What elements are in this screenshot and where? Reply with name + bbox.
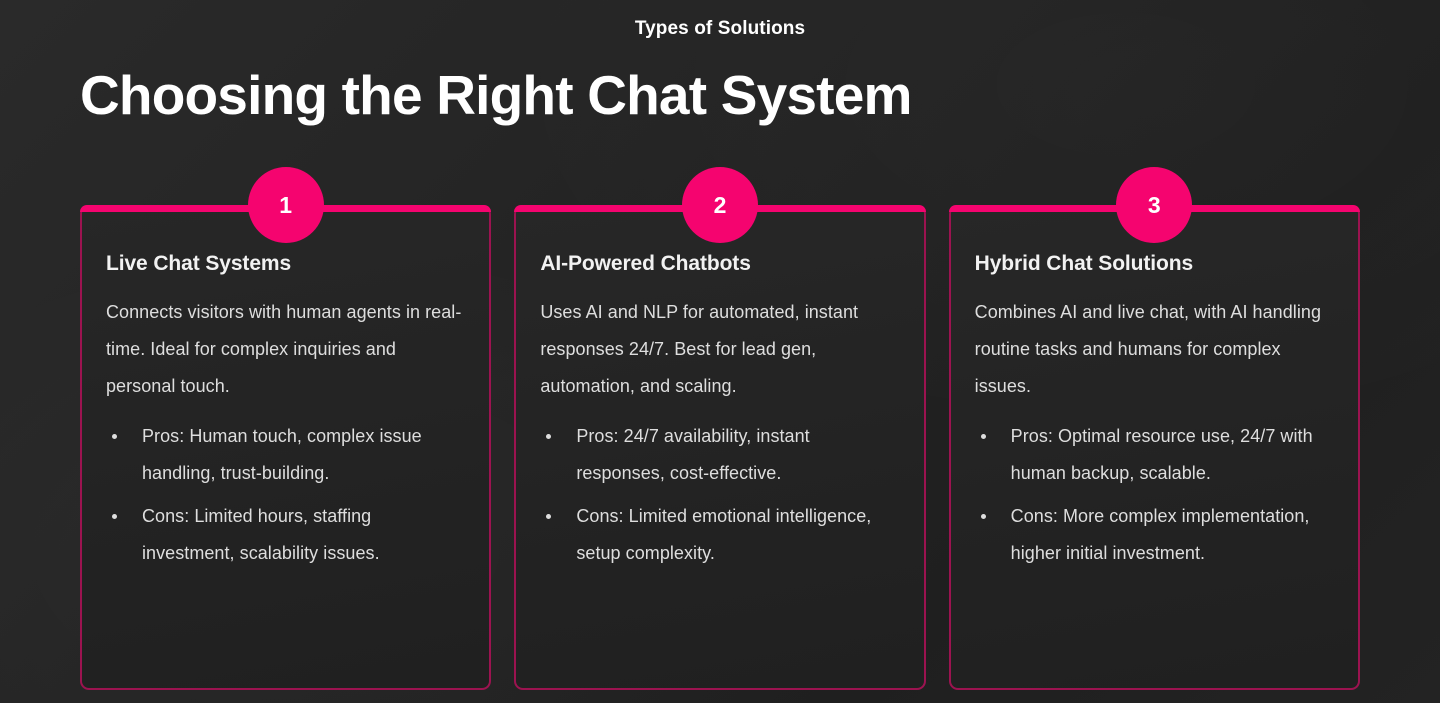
list-item: Cons: Limited emotional intelligence, se…: [540, 498, 899, 572]
bullet-dot-icon: [112, 434, 117, 439]
card-title: Hybrid Chat Solutions: [974, 252, 1194, 275]
card-title: AI-Powered Chatbots: [540, 252, 751, 275]
bullet-dot-icon: [980, 514, 986, 519]
bullet-dot-icon: [112, 514, 117, 519]
list-item-text: Cons: Limited hours, staffing investment…: [142, 506, 380, 563]
list-item-text: Pros: Optimal resource use, 24/7 with hu…: [1010, 426, 1313, 483]
card-bullet-list: Pros: Optimal resource use, 24/7 with hu…: [975, 418, 1334, 572]
eyebrow-label: Types of Solutions: [634, 18, 806, 39]
list-item-text: Cons: Limited emotional intelligence, se…: [576, 506, 872, 563]
card-number-badge: 2: [681, 167, 758, 243]
list-item-text: Cons: More complex implementation, highe…: [1010, 506, 1310, 563]
list-item: Cons: Limited hours, staffing investment…: [106, 498, 465, 572]
list-item: Cons: More complex implementation, highe…: [975, 498, 1334, 572]
bullet-dot-icon: [980, 434, 986, 439]
list-item: Pros: 24/7 availability, instant respons…: [540, 418, 899, 492]
list-item-text: Pros: Human touch, complex issue handlin…: [142, 426, 422, 483]
list-item-text: Pros: 24/7 availability, instant respons…: [576, 426, 810, 483]
page-title: Choosing the Right Chat System: [80, 64, 912, 126]
bullet-dot-icon: [546, 434, 552, 439]
solution-cards-container: 1 Live Chat Systems Connects visitors wi…: [80, 167, 1360, 690]
list-item: Pros: Optimal resource use, 24/7 with hu…: [975, 418, 1334, 492]
solution-card[interactable]: 2 AI-Powered Chatbots Uses AI and NLP fo…: [514, 167, 926, 690]
card-bullet-list: Pros: 24/7 availability, instant respons…: [540, 418, 899, 572]
bullet-dot-icon: [546, 514, 552, 519]
card-description: Combines AI and live chat, with AI handl…: [974, 302, 1322, 396]
solution-card[interactable]: 3 Hybrid Chat Solutions Combines AI and …: [948, 167, 1360, 690]
card-description: Uses AI and NLP for automated, instant r…: [540, 302, 859, 396]
card-description: Connects visitors with human agents in r…: [106, 302, 462, 396]
card-number-badge: 3: [1116, 167, 1193, 243]
card-bullet-list: Pros: Human touch, complex issue handlin…: [106, 418, 465, 572]
list-item: Pros: Human touch, complex issue handlin…: [106, 418, 465, 492]
card-number-badge: 1: [247, 167, 324, 243]
solution-card[interactable]: 1 Live Chat Systems Connects visitors wi…: [80, 167, 492, 690]
card-title: Live Chat Systems: [106, 252, 292, 275]
